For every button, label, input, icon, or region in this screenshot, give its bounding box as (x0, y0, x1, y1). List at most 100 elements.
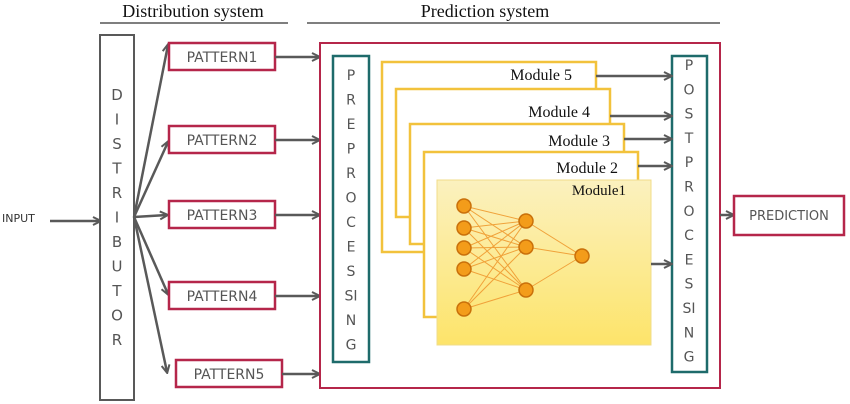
pattern-label: PATTERN4 (187, 289, 258, 305)
vertical-letter: O (111, 307, 123, 325)
nn-edge (463, 205, 527, 248)
nn-edge (463, 289, 527, 310)
distributor-fan-arrow (132, 45, 168, 218)
distributor-box (99, 34, 135, 401)
nn-edge (463, 227, 527, 291)
vertical-letter: C (684, 228, 694, 244)
pattern-box (174, 358, 284, 389)
module-label: Module 3 (548, 133, 610, 150)
vertical-letter: G (346, 338, 357, 354)
nn-node (456, 198, 472, 214)
distributor-fan-arrow (132, 142, 168, 218)
pattern-box (167, 124, 277, 155)
module-label: Module 5 (510, 67, 572, 84)
nn-edge (463, 247, 527, 291)
module-label: Module 2 (556, 160, 618, 177)
vertical-letter: S (685, 107, 694, 123)
vertical-letter: T (111, 282, 122, 300)
nn-edge (463, 220, 527, 249)
nn-edge (525, 246, 583, 257)
vertical-letter: SI (682, 301, 695, 317)
pattern-label: PATTERN3 (187, 208, 258, 224)
distributor-fanout (132, 45, 168, 372)
vertical-letter: R (112, 331, 122, 349)
vertical-letter: R (684, 180, 694, 196)
vertical-letter: R (346, 93, 356, 109)
vertical-letter: P (685, 155, 693, 171)
prediction-system-header: Prediction system (421, 1, 550, 21)
vertical-letter: R (112, 184, 122, 202)
module-label: Module 4 (528, 104, 590, 121)
vertical-letter: T (684, 131, 694, 147)
distributor-fan-arrow (132, 216, 168, 294)
distributor-fan-arrow (132, 216, 167, 372)
nn-edge (525, 220, 583, 257)
vertical-letter: O (683, 82, 694, 98)
vertical-letter: E (347, 117, 356, 133)
prediction-label: PREDICTION (749, 209, 829, 224)
vertical-letter: E (347, 240, 356, 256)
prediction-box (732, 194, 846, 237)
nn-node (518, 239, 534, 255)
vertical-letter: D (111, 86, 123, 104)
vertical-letter: G (684, 350, 695, 366)
pattern-2: PATTERN2 (167, 124, 319, 155)
vertical-letter: C (346, 215, 356, 231)
pattern-5: PATTERN5 (174, 358, 319, 389)
vertical-letter: P (685, 58, 693, 74)
pattern-1: PATTERN1 (167, 41, 319, 72)
nn-edge (463, 220, 527, 270)
vertical-letter: N (346, 313, 356, 329)
modules-stack: Module 5 Module 4 Module 3 Module 2 Module1 (380, 60, 652, 346)
vertical-letter: T (111, 160, 122, 178)
pattern-label: PATTERN1 (187, 50, 258, 66)
vertical-letter: I (115, 111, 119, 129)
nn-node (456, 261, 472, 277)
pattern-label: PATTERN5 (194, 367, 265, 383)
nn-node (456, 240, 472, 256)
vertical-letter: E (685, 252, 694, 268)
nn-edge (463, 220, 527, 310)
vertical-letter: U (112, 258, 123, 276)
distributor-fan-arrow (133, 215, 167, 217)
vertical-letter: I (115, 209, 119, 227)
nn-node (574, 248, 590, 264)
vertical-letter: P (347, 142, 355, 158)
input-label: INPUT (2, 212, 35, 225)
nn-edge (463, 246, 527, 310)
preprocessing-box (331, 54, 371, 364)
nn-node (518, 213, 534, 229)
nn-node (518, 282, 534, 298)
pattern-3: PATTERN3 (167, 199, 319, 230)
module-output-arrows (596, 76, 671, 264)
nn-node (456, 220, 472, 236)
nn-edge (463, 205, 527, 222)
module-label: Module1 (572, 183, 626, 199)
vertical-letter: S (685, 277, 694, 293)
pattern-4: PATTERN4 (167, 280, 319, 311)
nn-edge (525, 255, 583, 291)
nn-edge (463, 220, 527, 229)
vertical-letter: S (112, 135, 122, 153)
distribution-system-header: Distribution system (122, 1, 264, 21)
postprocessing-box (670, 54, 709, 374)
vertical-letter: P (347, 68, 355, 84)
nn-edge (463, 246, 527, 249)
nn-node (456, 301, 472, 317)
nn-edge (463, 268, 527, 291)
vertical-letter: O (345, 191, 356, 207)
vertical-letter: N (684, 325, 694, 341)
vertical-letter: O (683, 204, 694, 220)
pattern-label: PATTERN2 (187, 133, 258, 149)
vertical-letter: B (112, 233, 122, 251)
vertical-letter: S (347, 264, 356, 280)
pattern-box (167, 41, 277, 72)
vertical-letter: R (346, 166, 356, 182)
vertical-letter: SI (344, 289, 357, 305)
nn-edge (463, 246, 527, 270)
